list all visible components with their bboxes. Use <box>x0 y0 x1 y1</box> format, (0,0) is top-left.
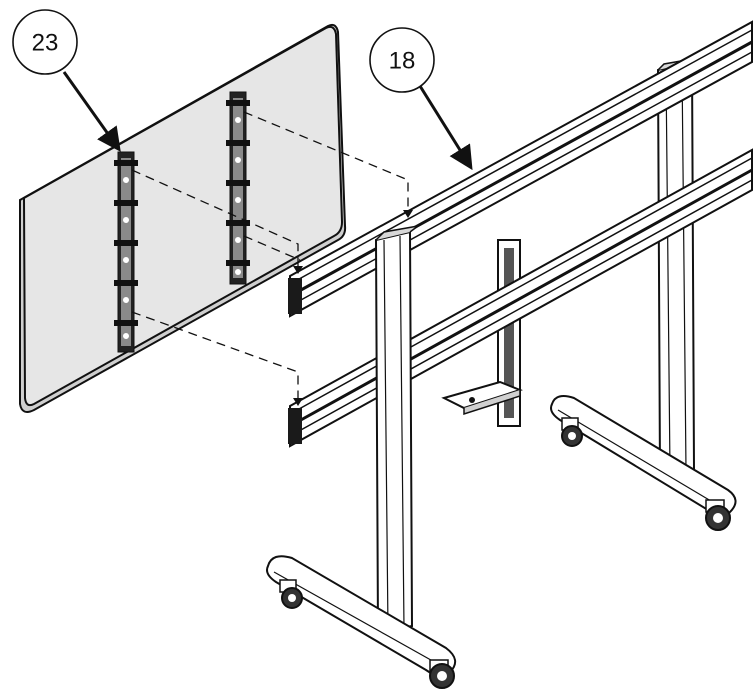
front-caster-right <box>429 659 455 689</box>
alignment-arrowheads <box>293 210 413 406</box>
rear-caster-left <box>561 417 583 447</box>
callout-23: 23 <box>12 9 121 152</box>
display-panel <box>19 23 347 413</box>
callout-18: 18 <box>369 27 473 171</box>
callout-label: 18 <box>389 48 416 75</box>
alignment-guides <box>131 111 409 400</box>
rear-base-foot <box>550 395 737 531</box>
rear-caster-right <box>705 499 731 531</box>
front-base-foot <box>266 555 457 689</box>
display-bracket-left <box>114 151 138 353</box>
rear-upright <box>656 57 699 478</box>
callout-label: 23 <box>32 30 59 57</box>
front-caster-left <box>279 579 303 609</box>
center-shelf-bracket <box>441 239 523 427</box>
display-bracket-right <box>226 91 250 285</box>
front-upright <box>374 225 419 634</box>
